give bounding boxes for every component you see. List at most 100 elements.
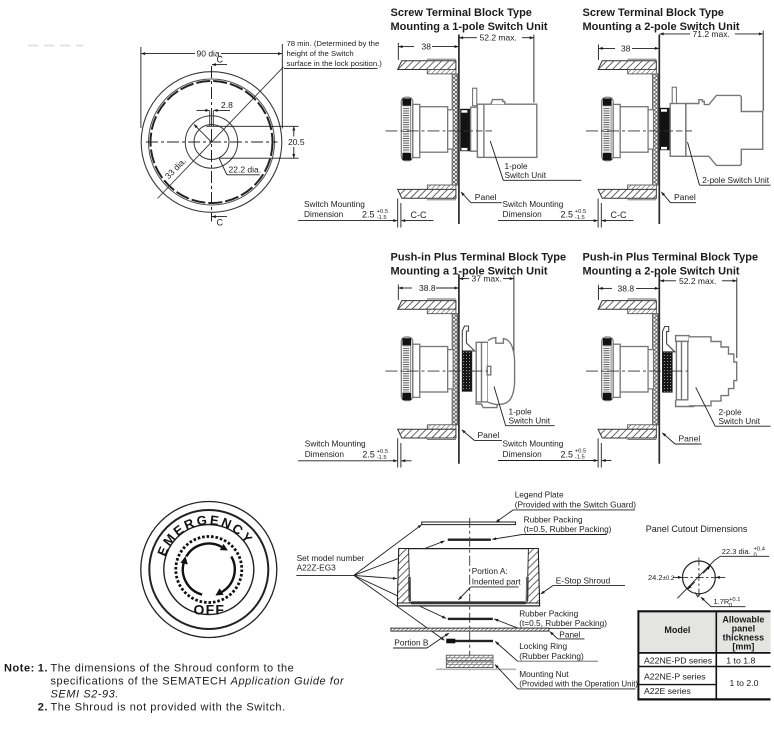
svg-text:78 min. (Determined by the: 78 min. (Determined by the [287, 39, 380, 48]
svg-text:Switch Unit: Switch Unit [719, 416, 761, 426]
svg-text:2.5: 2.5 [362, 210, 375, 220]
svg-text:thickness: thickness [723, 633, 765, 643]
svg-text:Dimension: Dimension [503, 209, 543, 219]
svg-text:Panel: Panel [559, 629, 580, 639]
svg-text:Legend Plate: Legend Plate [515, 490, 564, 500]
svg-text:Mounting a 1-pole Switch Unit: Mounting a 1-pole Switch Unit [391, 265, 548, 277]
svg-text:Portion B: Portion B [394, 637, 429, 647]
svg-text:SEMI S2-93.: SEMI S2-93. [51, 689, 119, 701]
svg-text:38.8: 38.8 [618, 283, 635, 293]
svg-text:Panel: Panel [679, 434, 701, 444]
svg-text:specifications of the SEMATECH: specifications of the SEMATECH Applicati… [51, 676, 346, 688]
svg-text:Mounting a 1-pole Switch Unit: Mounting a 1-pole Switch Unit [391, 21, 548, 33]
svg-text:A22NE-P series: A22NE-P series [644, 672, 706, 682]
svg-text:-1.5: -1.5 [575, 215, 585, 221]
svg-text:Mounting a 2-pole Switch Unit: Mounting a 2-pole Switch Unit [583, 265, 740, 277]
svg-text:Panel: Panel [475, 192, 497, 202]
svg-text:C: C [217, 218, 224, 228]
svg-text:38.8: 38.8 [419, 283, 436, 293]
svg-text:2.5: 2.5 [561, 450, 574, 460]
svg-text:22.2 dia.: 22.2 dia. [229, 164, 262, 174]
svg-text:37 max.: 37 max. [472, 274, 502, 284]
svg-text:Switch Mounting: Switch Mounting [503, 439, 564, 449]
svg-text:Screw Terminal Block Type: Screw Terminal Block Type [583, 7, 724, 19]
svg-text:90 dia.: 90 dia. [197, 49, 223, 59]
svg-text:(t=0.5, Rubber Packing): (t=0.5, Rubber Packing) [524, 524, 612, 534]
svg-text:(t=0.5, Rubber Packing): (t=0.5, Rubber Packing) [519, 618, 607, 628]
svg-text:2-pole Switch Unit: 2-pole Switch Unit [702, 175, 770, 185]
svg-text:panel: panel [732, 624, 756, 634]
svg-text:2-pole: 2-pole [719, 407, 742, 417]
svg-text:Locking Ring: Locking Ring [519, 641, 567, 651]
svg-text:Dimension: Dimension [503, 449, 543, 459]
svg-text:52.2 max.: 52.2 max. [480, 33, 517, 43]
svg-text:Mounting Nut: Mounting Nut [519, 669, 569, 679]
svg-text:+0.5: +0.5 [575, 209, 586, 215]
svg-text:Note:: Note: [4, 662, 35, 674]
svg-text:-1.5: -1.5 [377, 215, 387, 221]
svg-text:Dimension: Dimension [304, 209, 344, 219]
svg-text:Panel: Panel [478, 430, 500, 440]
svg-text:C-C: C-C [611, 210, 627, 220]
svg-text:E-Stop Shroud: E-Stop Shroud [556, 575, 611, 585]
svg-text:2.8: 2.8 [221, 100, 233, 110]
svg-text:+0.1: +0.1 [729, 597, 740, 603]
svg-text:1 to 2.0: 1 to 2.0 [730, 678, 759, 688]
svg-text:A22E series: A22E series [644, 686, 691, 696]
svg-text:Switch Unit: Switch Unit [505, 170, 547, 180]
svg-text:Mounting a 2-pole Switch Unit: Mounting a 2-pole Switch Unit [583, 21, 740, 33]
svg-text:A22Z-EG3: A22Z-EG3 [297, 562, 337, 572]
svg-text:22.3 dia.: 22.3 dia. [722, 547, 751, 556]
svg-text:0: 0 [729, 603, 732, 609]
svg-text:OFF: OFF [194, 602, 226, 618]
svg-text:The dimensions of the Shroud c: The dimensions of the Shroud conform to … [51, 662, 295, 674]
svg-text:-1.5: -1.5 [377, 455, 387, 461]
svg-text:1.7R: 1.7R [714, 597, 730, 606]
svg-text:Model: Model [664, 625, 690, 635]
svg-text:Panel: Panel [674, 192, 696, 202]
svg-text:Push-in Plus Terminal Block Ty: Push-in Plus Terminal Block Type [583, 252, 759, 264]
svg-text:Switch Unit: Switch Unit [509, 415, 551, 425]
svg-text:C-C: C-C [411, 210, 427, 220]
svg-text:1 to 1.8: 1 to 1.8 [726, 656, 755, 666]
svg-text:Panel Cutout Dimensions: Panel Cutout Dimensions [646, 524, 748, 534]
svg-text:+0.5: +0.5 [575, 449, 586, 455]
svg-text:38: 38 [621, 43, 631, 53]
svg-text:2.5: 2.5 [561, 210, 574, 220]
svg-text:(Rubber Packing): (Rubber Packing) [519, 651, 584, 661]
svg-text:Allowable: Allowable [722, 615, 764, 625]
svg-text:C: C [217, 55, 224, 65]
svg-text:1.: 1. [38, 662, 48, 674]
svg-text:24.2±0.2: 24.2±0.2 [648, 573, 675, 582]
svg-text:Dimension: Dimension [305, 449, 345, 459]
svg-text:2.5: 2.5 [362, 450, 375, 460]
svg-text:Screw Terminal Block Type: Screw Terminal Block Type [391, 7, 532, 19]
svg-text:Switch Mounting: Switch Mounting [304, 199, 365, 209]
svg-text:-1.5: -1.5 [575, 455, 585, 461]
svg-text:71.2 max.: 71.2 max. [693, 29, 730, 39]
svg-text:0: 0 [754, 552, 757, 558]
svg-text:20.5: 20.5 [288, 137, 305, 147]
svg-text:1-pole: 1-pole [509, 407, 532, 417]
svg-text:+0.4: +0.4 [754, 547, 766, 553]
svg-text:Set model number: Set model number [297, 553, 365, 563]
svg-text:+0.5: +0.5 [377, 209, 388, 215]
svg-text:A22NE-PD series: A22NE-PD series [644, 656, 713, 666]
svg-text:Portion A:: Portion A: [472, 566, 508, 576]
svg-text:2.: 2. [38, 702, 48, 714]
svg-text:Rubber Packing: Rubber Packing [524, 515, 583, 525]
svg-text:Push-in Plus Terminal Block Ty: Push-in Plus Terminal Block Type [391, 252, 567, 264]
svg-text:Switch Mounting: Switch Mounting [305, 439, 366, 449]
svg-text:1-pole: 1-pole [505, 161, 528, 171]
svg-text:Rubber Packing: Rubber Packing [519, 608, 578, 618]
svg-text:[mm]: [mm] [732, 642, 754, 652]
svg-text:The Shroud is not provided wit: The Shroud is not provided with the Swit… [51, 702, 286, 714]
svg-text:52.2 max.: 52.2 max. [679, 276, 716, 286]
svg-text:+0.5: +0.5 [377, 449, 388, 455]
svg-text:Indented part: Indented part [472, 576, 522, 586]
svg-text:(Provided with the Switch Guar: (Provided with the Switch Guard) [515, 500, 637, 510]
svg-text:Switch Mounting: Switch Mounting [503, 199, 564, 209]
svg-text:height of the Switch: height of the Switch [287, 49, 354, 58]
svg-text:surface in the lock position.): surface in the lock position.) [287, 59, 383, 68]
svg-text:(Provided with the Operation U: (Provided with the Operation Unit) [519, 680, 638, 689]
